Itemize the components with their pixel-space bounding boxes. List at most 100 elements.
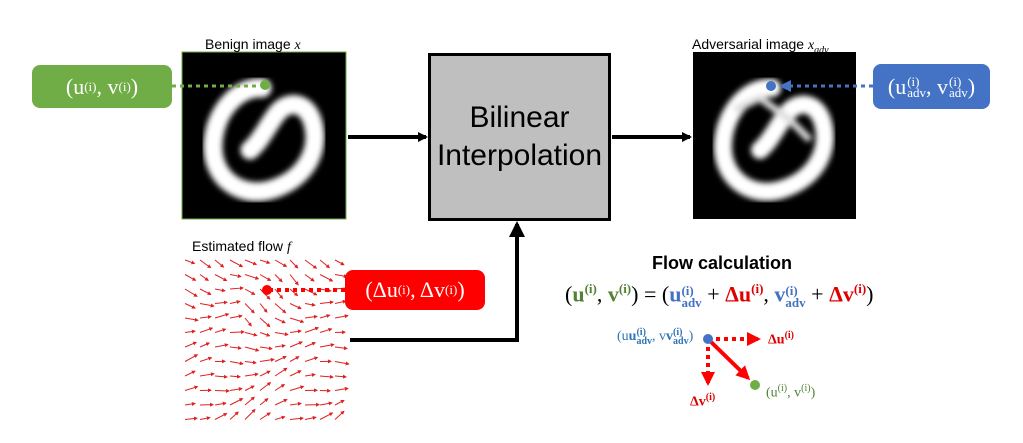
bilinear-interpolation-box: Bilinear Interpolation [428,53,611,221]
flow-arrow [274,343,286,348]
flow-arrow [184,274,197,281]
flow-arrow [229,374,241,379]
pill-adv-v-stack: (i)adv [949,73,968,99]
flow-calculation-title: Flow calculation [652,253,793,273]
flow-arrow [244,303,255,314]
flow-arrow [244,408,256,420]
flow-arrow [334,361,350,366]
flow-arrow [199,327,214,333]
diag-uv-adv-mid: , v [652,329,667,344]
flow-arrow [304,259,318,269]
flow-arrow [184,354,199,362]
flow-arrow [289,317,305,324]
flow-arrow [184,329,196,334]
flow-arrow [229,330,245,335]
flow-arrow [274,274,283,283]
eq-du-sup: (i) [751,281,764,296]
flow-arrow [319,314,331,319]
flow-arrow [214,328,227,333]
flow-arrow [199,303,215,308]
flow-arrow [199,274,209,281]
flow-arrow [214,259,225,268]
benign-label-text: Benign image [205,36,295,52]
flow-arrow [259,382,272,391]
flow-arrow [184,416,198,421]
arrow-flow-to-box [350,221,525,342]
flow-arrow [259,332,271,337]
flow-arrow [259,259,271,265]
pill-uv-close: ) [130,73,139,99]
diag-v-adv-sup: (i) [673,327,683,338]
diag-uv-adv-close: ) [688,329,694,344]
flow-arrow [304,415,317,420]
flow-arrow [289,274,299,286]
flow-arrow [289,303,302,310]
estimated-flow-label: Estimated flow f [192,238,291,256]
flow-arrow [214,413,228,420]
benign-var: x [294,38,301,53]
flow-arrow [214,312,230,319]
flow-arrow [244,259,258,266]
flow-arrow [304,302,316,307]
flow-arrow [229,300,241,304]
flow-arrow [199,288,212,295]
flow-arrow [259,317,271,328]
adv-var-sub: adv [814,44,829,56]
pill-uv-v: , v [96,73,119,99]
flow-arrow [229,345,242,350]
flow-arrow [289,259,299,269]
diag-v-adv-stack: (i)adv [673,327,689,347]
flow-arrow [259,357,275,362]
pill-adv-u: (u [887,73,907,99]
pill-uv-u-sup: (i) [84,78,97,94]
diag-du-sup: (i) [784,330,795,341]
diag-label-uv: (u(i), v(i)) [766,383,815,402]
pill-adv-u-sub: adv [907,84,926,100]
flow-arrow [259,303,268,313]
flow-arrow [304,326,320,333]
flow-arrow [304,341,317,348]
flow-arrow [334,299,347,304]
flow-arrow [274,367,288,377]
flow-arrow [334,314,349,319]
flow-arrow [259,274,272,281]
flow-arrow [199,315,212,319]
adversarial-image-label: Adversarial image xadv [692,36,829,56]
eq-rhs-close: ) [866,281,874,307]
flow-arrow [319,343,335,348]
flow-arrow [319,374,334,379]
flow-arrow [229,361,244,366]
flow-arrow [259,370,271,377]
flow-arrow [274,332,289,337]
flow-arrow [334,386,349,391]
pill-adv-u-stack: (i)adv [907,75,926,100]
flow-arrow [244,317,252,327]
eq-comma2: , [763,281,775,307]
eq-u: u [572,281,585,307]
flow-arrow [274,303,287,314]
flow-arrow [199,259,212,269]
eq-du: Δu [725,281,752,307]
benign-image-label: Benign image x [205,36,301,54]
flow-arrow [229,314,243,319]
flow-arrow [214,300,228,305]
diag-uv-mid: , v [787,385,802,401]
diag-label-du: Δu(i) [768,330,794,349]
flow-arrow [184,259,196,265]
flow-arrow [184,317,199,322]
box-label: Bilinear Interpolation [436,101,603,172]
flow-arrow [304,314,318,319]
flow-arrow [289,288,299,297]
eq-v-adv-sup: (i) [785,283,798,299]
eq-dv: Δv [829,281,854,307]
pill-adv-v-sup: (i) [949,73,962,89]
diag-u-sup: (i) [777,383,788,394]
flow-label-text: Estimated flow [192,238,287,254]
flow-arrow [289,341,303,348]
eq-v-adv: v [774,281,786,307]
eq-lhs-open: ( [565,281,573,307]
flow-arrow [274,398,288,406]
diag-v-sup: (i) [801,383,811,394]
green-point [260,80,270,90]
pill-uv-adv: (u(i)adv, v(i)adv) [873,64,990,109]
